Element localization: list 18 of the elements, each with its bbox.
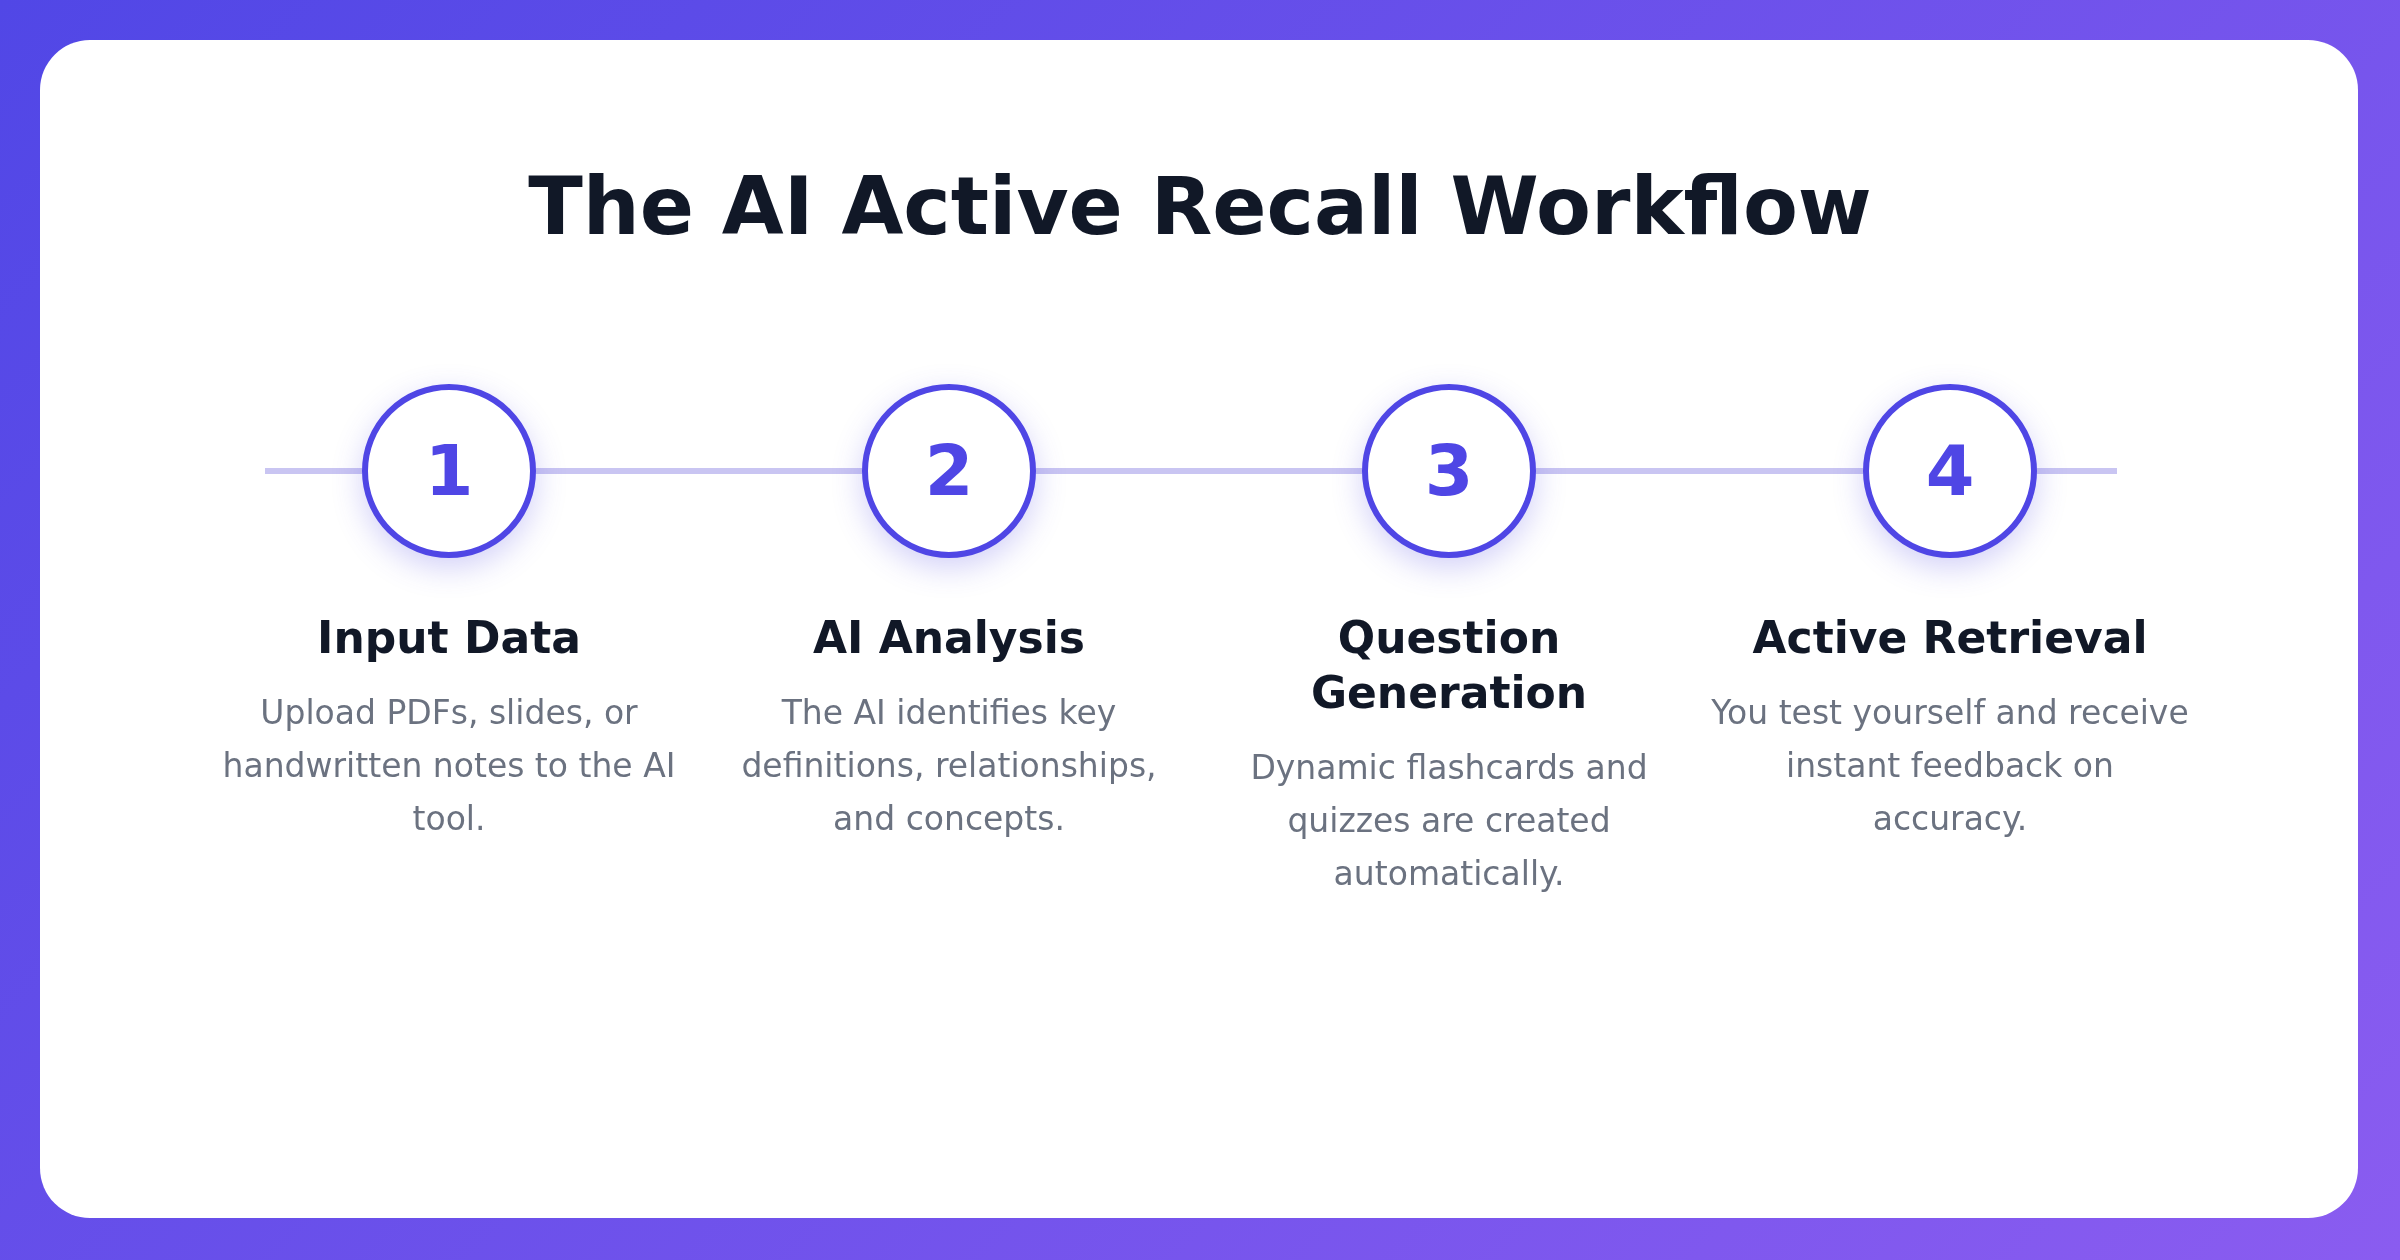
connector-line <box>536 468 862 474</box>
step-description: You test yourself and receive instant feedback on accuracy. <box>1710 692 2190 840</box>
title: The AI Active Recall Workflow <box>528 160 1872 253</box>
step-number: 4 <box>1925 436 1975 506</box>
step-number: 1 <box>424 436 474 506</box>
connector-line <box>1036 468 1362 474</box>
connector-line <box>265 468 362 474</box>
step-heading: AI Analysis <box>811 611 1086 665</box>
step-number: 3 <box>1424 436 1474 506</box>
step-description: The AI identifies key definitions, relationships, and concepts. <box>740 692 1158 840</box>
step-heading: Active Retrieval <box>1751 611 2149 665</box>
step-heading: Question Generation <box>1309 611 1589 720</box>
step-heading: Input Data <box>316 611 582 665</box>
connector-line <box>1536 468 1863 474</box>
step-number: 2 <box>924 436 974 506</box>
step-description: Dynamic flashcards and quizzes are created automatically. <box>1249 747 1649 895</box>
step-description: Upload PDFs, slides, or handwritten notes to the AI tool. <box>221 692 677 840</box>
connector-line <box>2037 468 2117 474</box>
